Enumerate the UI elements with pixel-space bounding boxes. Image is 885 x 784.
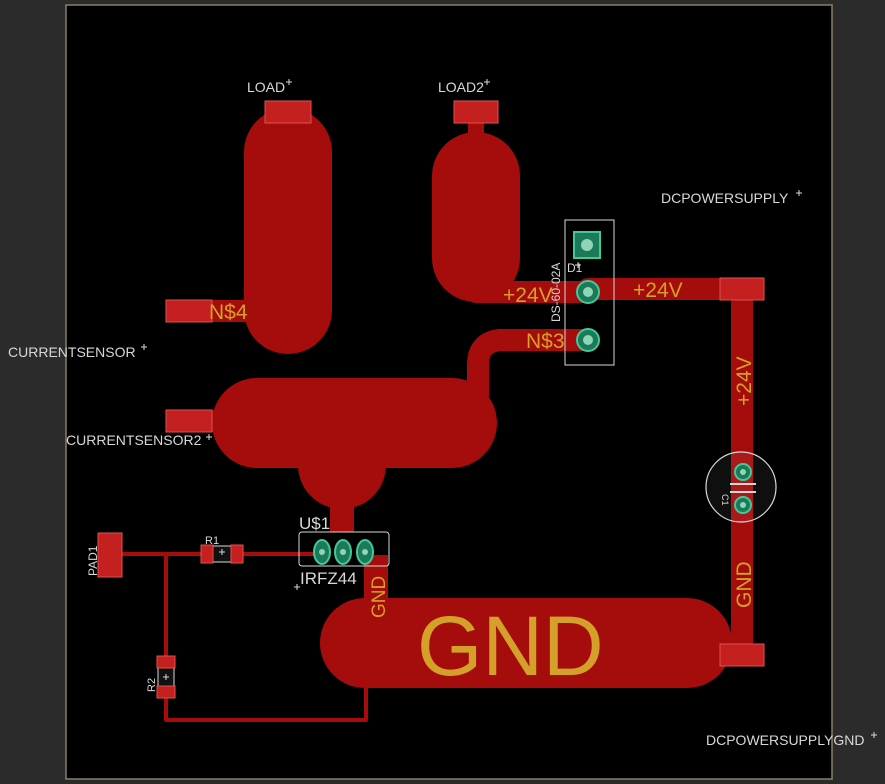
pads xyxy=(97,100,765,699)
via-icon[interactable] xyxy=(334,539,352,565)
net-label-gnd: GND xyxy=(369,576,390,618)
net-label-n4: N$4 xyxy=(209,301,248,324)
trace-n3 xyxy=(467,329,599,406)
gnd-copper-pour xyxy=(320,598,732,688)
net-label-v24: +24V xyxy=(633,279,683,302)
silk-dcpowersupplygnd: DCPOWERSUPPLYGND xyxy=(706,732,864,748)
plus-icon xyxy=(141,79,877,738)
silk-currentsensor: CURRENTSENSOR xyxy=(8,344,136,360)
load2-copper-pour xyxy=(432,132,520,302)
silk-r1: R1 xyxy=(205,535,219,547)
via-icon[interactable] xyxy=(734,496,752,514)
net-label-gnd: GND xyxy=(733,561,756,608)
silk-u1: U$1 xyxy=(299,514,330,533)
net-label-v24: +24V xyxy=(503,284,553,307)
r2-pad-b[interactable] xyxy=(156,685,176,699)
net-label-gnd-big: GND xyxy=(417,599,604,693)
dcpowersupplygnd-pad[interactable] xyxy=(719,643,765,667)
drain-neck xyxy=(330,480,354,532)
trace-gate-r2 xyxy=(164,552,368,722)
silk-pad1: PAD1 xyxy=(86,545,100,576)
load2-pad[interactable] xyxy=(453,100,499,124)
silk-r2: R2 xyxy=(146,678,158,692)
d1-outline xyxy=(564,219,615,366)
silk-load: LOAD xyxy=(247,79,285,95)
via-icon[interactable] xyxy=(734,463,752,481)
silk-c1: C1 xyxy=(720,494,730,506)
d1-square-pad-hole xyxy=(581,239,593,251)
currentsensor2-pad[interactable] xyxy=(165,409,213,433)
load-pad[interactable] xyxy=(264,100,312,124)
net-label-v24: +24V xyxy=(733,356,756,406)
pad1-pad[interactable] xyxy=(97,532,123,578)
via-icon[interactable] xyxy=(356,539,374,565)
r1-pad-a[interactable] xyxy=(200,544,214,564)
trace-v24-load2-d1 xyxy=(465,239,599,303)
silk-irfz44: IRFZ44 xyxy=(300,569,357,588)
silk-load2: LOAD2 xyxy=(438,79,484,95)
net-label-n3: N$3 xyxy=(526,330,565,353)
silk-dcpowersupply: DCPOWERSUPPLY xyxy=(661,190,789,206)
silk-currentsensor2: CURRENTSENSOR2 xyxy=(66,432,202,448)
drain-copper-pour xyxy=(298,421,386,509)
n4-pad[interactable] xyxy=(165,299,213,323)
r1-pad-b[interactable] xyxy=(230,544,244,564)
via-icon[interactable] xyxy=(576,328,600,352)
dcpowersupply-pad[interactable] xyxy=(719,277,765,301)
c1-outline xyxy=(705,451,777,523)
u1-outline xyxy=(298,531,390,567)
load-copper-pour xyxy=(244,108,332,354)
via-icon[interactable] xyxy=(313,539,331,565)
silk-d1: D1 xyxy=(567,261,583,275)
r2-pad-a[interactable] xyxy=(156,655,176,669)
silk-ds-part: DS-60-02A xyxy=(549,263,563,322)
via-icon[interactable] xyxy=(576,280,600,304)
